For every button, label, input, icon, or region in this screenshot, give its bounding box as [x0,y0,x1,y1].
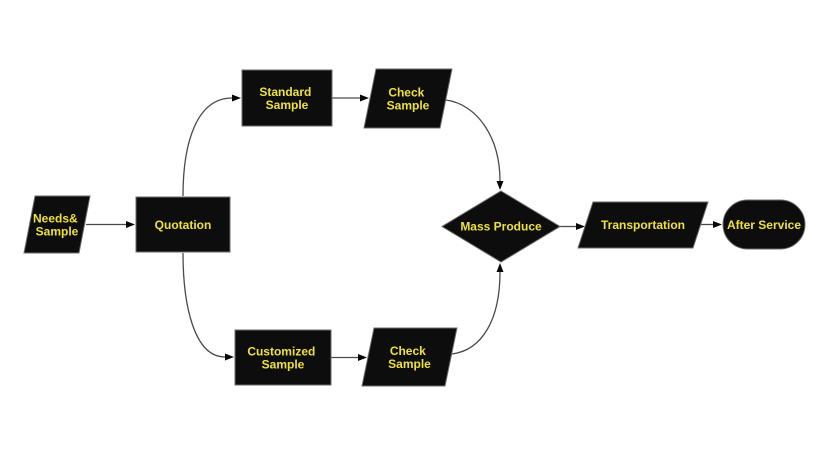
connector-quotation-to-customized-sample [182,252,234,361]
customized-sample-label: Customized Sample [247,345,318,372]
check-sample-top-parallelogram [363,68,453,129]
customized-sample-rectangle [234,329,332,386]
check-sample-top-label: Check Sample [387,86,430,113]
connector-check-sample-bottom-to-mass-produce [451,263,504,355]
transportation-label: Transportation [601,218,685,232]
node-check-sample-bottom: Check Sample [361,327,458,387]
node-customized-sample: Customized Sample [234,329,332,386]
node-needs-sample: Needs& Sample [23,195,91,254]
standard-sample-rectangle [241,69,333,127]
check-sample-bottom-label: Check Sample [388,344,431,371]
standard-sample-label: Standard Sample [259,85,314,112]
node-transportation: Transportation [577,201,709,249]
quotation-rectangle [135,196,231,253]
mass-produce-diamond [441,190,561,263]
quotation-label: Quotation [155,218,212,232]
needs-sample-parallelogram [23,195,91,254]
node-check-sample-top: Check Sample [363,68,453,129]
transportation-parallelogram [577,201,709,249]
node-quotation: Quotation [135,196,231,253]
after-service-terminator [722,199,806,250]
connector-check-sample-top-to-mass-produce [445,99,504,190]
connector-quotation-to-standard-sample [182,94,241,197]
mass-produce-label: Mass Produce [460,220,542,234]
node-after-service: After Service [722,199,806,250]
needs-sample-label: Needs& Sample [33,212,81,239]
check-sample-bottom-parallelogram [361,327,458,387]
node-standard-sample: Standard Sample [241,69,333,127]
node-mass-produce: Mass Produce [441,190,561,263]
after-service-label: After Service [727,218,801,232]
